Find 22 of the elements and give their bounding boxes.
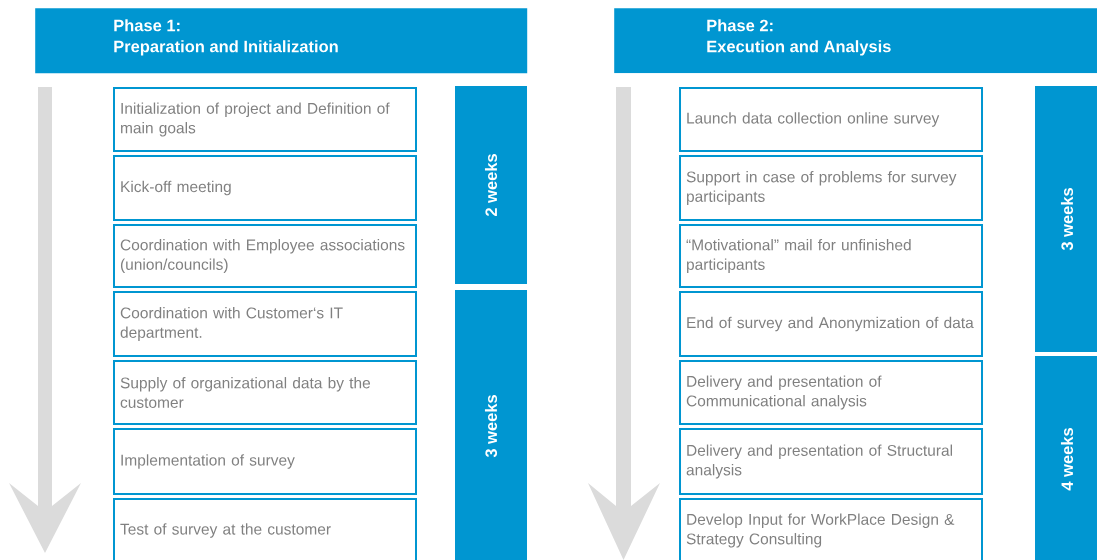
header-text: Phase 2: Execution and Analysis bbox=[707, 19, 891, 56]
step-box: Delivery and presentation of Communicational analysis bbox=[679, 360, 983, 425]
step-box: Implementation of survey bbox=[113, 428, 417, 495]
step-box: End of survey and Anonymization of data bbox=[679, 291, 983, 357]
phase-header bbox=[614, 8, 1097, 74]
step-box: Coordination with Employee associations (union/councils) bbox=[113, 224, 417, 288]
phase-header bbox=[35, 8, 528, 74]
header-text: Phase 1: Preparation and Initialization bbox=[114, 19, 338, 56]
step-box: Launch data collection online survey bbox=[679, 87, 983, 152]
step-box: Supply of organizational data by the customer bbox=[113, 360, 417, 425]
step-box: “Motivational” mail for unfinished participants bbox=[679, 224, 983, 288]
duration-bar: 3 weeks bbox=[455, 290, 527, 560]
step-box: Coordination with Customer‘s IT department. bbox=[113, 291, 417, 357]
step-box: Kick-off meeting bbox=[113, 155, 417, 221]
duration-bar: 2 weeks bbox=[455, 86, 527, 284]
step-box: Test of survey at the customer bbox=[113, 498, 417, 560]
step-box: Develop Input for WorkPlace Design & Strategy Consulting bbox=[679, 498, 983, 560]
duration-bar: 3 weeks bbox=[1035, 86, 1097, 352]
step-box: Initialization of project and Definition of main goals bbox=[113, 87, 417, 152]
step-box: Delivery and presentation of Structural analysis bbox=[679, 428, 983, 495]
duration-bar: 4 weeks bbox=[1035, 356, 1097, 560]
step-box: Support in case of problems for survey participants bbox=[679, 155, 983, 221]
